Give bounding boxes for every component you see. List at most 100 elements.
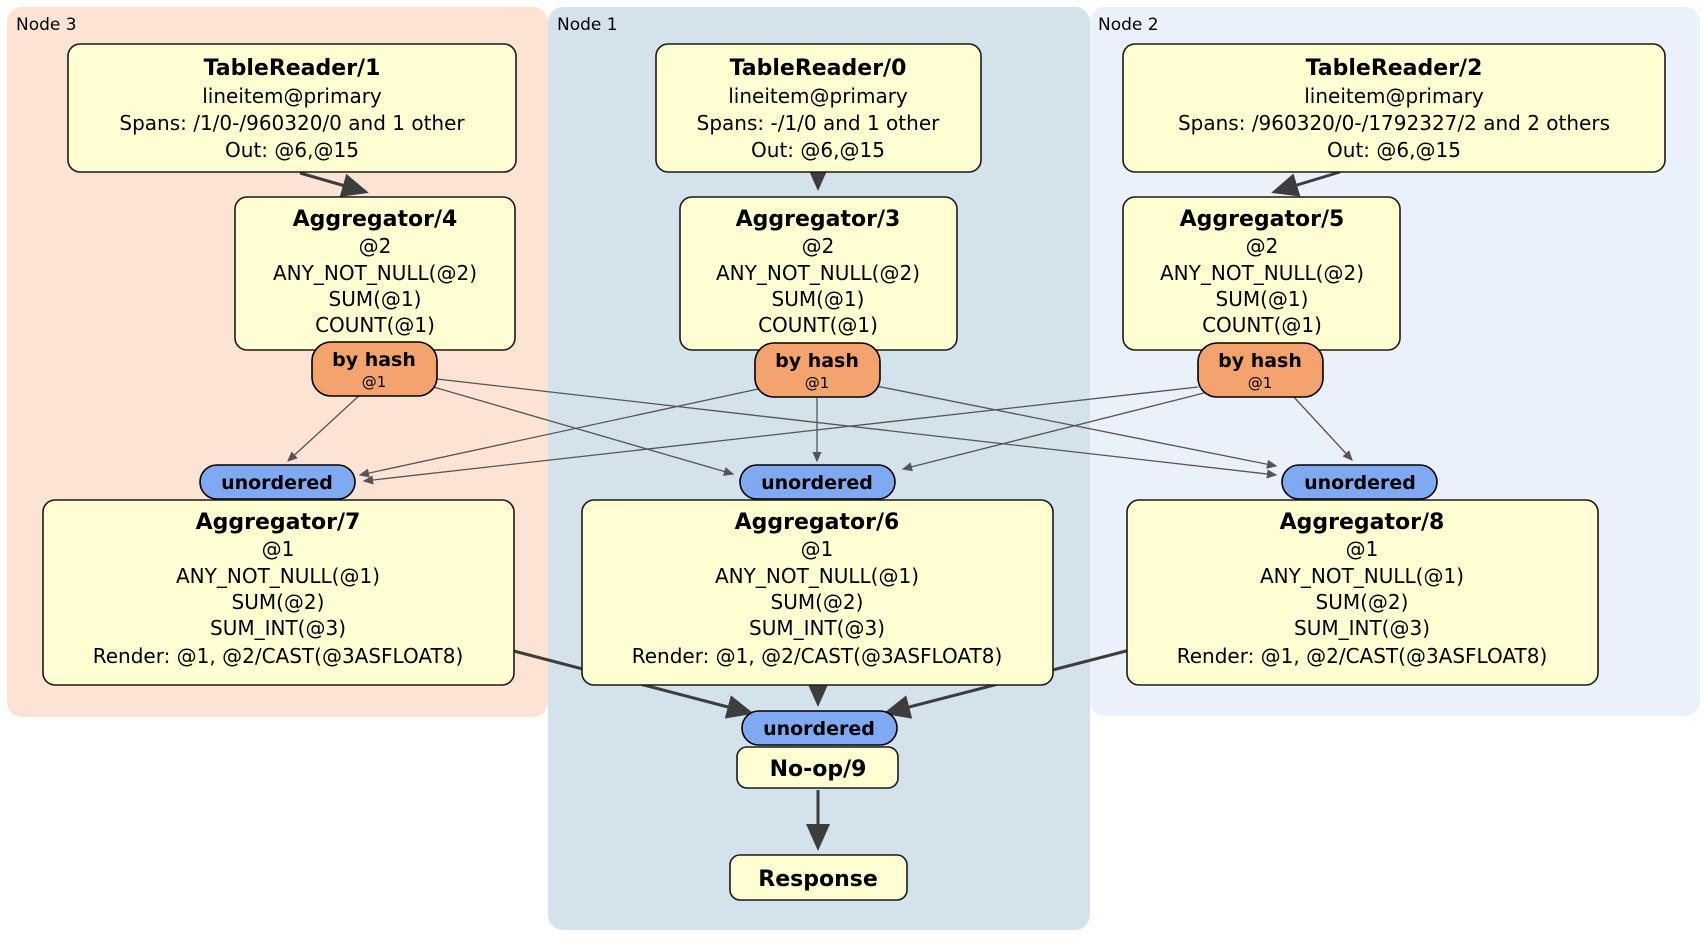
edge-router5-sync6 bbox=[901, 392, 1205, 472]
edge-router4-sync6 bbox=[429, 385, 735, 476]
aggregator8-title: Aggregator/8 bbox=[1280, 510, 1445, 535]
router3-detail: @1 bbox=[805, 374, 830, 392]
edge-router3-sync7 bbox=[358, 388, 759, 478]
router5-label: by hash bbox=[1218, 350, 1302, 372]
sync-unordered-final: unordered bbox=[741, 710, 898, 746]
tablereader1-box bbox=[67, 43, 517, 173]
sync7-label: unordered bbox=[221, 472, 333, 494]
aggregator6-box bbox=[581, 499, 1054, 686]
edge-router5-sync7 bbox=[362, 386, 1199, 485]
processor-aggregator7: Aggregator/7 @1 ANY_NOT_NULL(@1) SUM(@2)… bbox=[42, 499, 515, 686]
tablereader1-line: Spans: /1/0-/960320/0 and 1 other bbox=[119, 111, 465, 135]
processor-tablereader2: TableReader/2 lineitem@primary Spans: /9… bbox=[1122, 43, 1666, 173]
router-by-hash-5: by hash @1 bbox=[1197, 342, 1324, 398]
aggregator6-line: SUM_INT(@3) bbox=[749, 616, 885, 640]
aggregator7-box bbox=[42, 499, 515, 686]
sync-unordered-8: unordered bbox=[1281, 464, 1438, 500]
aggregator7-line: SUM_INT(@3) bbox=[210, 616, 346, 640]
router-by-hash-3: by hash @1 bbox=[754, 342, 881, 398]
processor-aggregator4: Aggregator/4 @2 ANY_NOT_NULL(@2) SUM(@1)… bbox=[234, 196, 516, 351]
aggregator7-line: Render: @1, @2/CAST(@3ASFLOAT8) bbox=[93, 644, 464, 668]
sync7-pill bbox=[199, 464, 356, 500]
aggregator3-title: Aggregator/3 bbox=[736, 207, 901, 232]
noop9-box bbox=[736, 746, 899, 789]
sync8-pill bbox=[1281, 464, 1438, 500]
edge-router4-sync8 bbox=[436, 378, 1278, 479]
aggregator5-title: Aggregator/5 bbox=[1180, 207, 1345, 232]
aggregator7-title: Aggregator/7 bbox=[196, 510, 361, 535]
tablereader0-line: lineitem@primary bbox=[728, 84, 908, 108]
sync-unordered-6: unordered bbox=[739, 464, 896, 500]
aggregator4-line: COUNT(@1) bbox=[315, 313, 435, 337]
tablereader2-line: lineitem@primary bbox=[1304, 84, 1484, 108]
aggregator4-line: ANY_NOT_NULL(@2) bbox=[273, 261, 477, 285]
router4-pill bbox=[311, 341, 438, 397]
router5-detail: @1 bbox=[1248, 374, 1273, 392]
tablereader0-line: Out: @6,@15 bbox=[751, 138, 885, 162]
noop9-title: No-op/9 bbox=[770, 757, 867, 782]
processor-aggregator6: Aggregator/6 @1 ANY_NOT_NULL(@1) SUM(@2)… bbox=[581, 499, 1054, 686]
aggregator8-line: SUM(@2) bbox=[1316, 590, 1409, 614]
router-by-hash-4: by hash @1 bbox=[311, 341, 438, 397]
processor-tablereader0: TableReader/0 lineitem@primary Spans: -/… bbox=[655, 43, 982, 173]
router-to-sync-edges bbox=[287, 378, 1353, 485]
router4-label: by hash bbox=[332, 349, 416, 371]
aggregator4-line: @2 bbox=[359, 234, 392, 258]
aggregator6-line: @1 bbox=[801, 537, 834, 561]
edge-router5-sync8 bbox=[1291, 394, 1353, 461]
aggregator3-line: SUM(@1) bbox=[772, 287, 865, 311]
tablereader1-line: lineitem@primary bbox=[202, 84, 382, 108]
final-sync-pill bbox=[741, 710, 898, 746]
aggregator5-line: COUNT(@1) bbox=[1202, 313, 1322, 337]
processor-response: Response bbox=[729, 854, 908, 901]
edge-router4-sync7 bbox=[287, 392, 363, 462]
edge-router3-sync8 bbox=[875, 385, 1278, 469]
aggregator3-line: ANY_NOT_NULL(@2) bbox=[716, 261, 920, 285]
node2-group-label: Node 2 bbox=[1098, 15, 1159, 35]
aggregator8-line: Render: @1, @2/CAST(@3ASFLOAT8) bbox=[1177, 644, 1548, 668]
aggregator8-line: SUM_INT(@3) bbox=[1294, 616, 1430, 640]
aggregator6-line: SUM(@2) bbox=[771, 590, 864, 614]
router3-pill bbox=[754, 342, 881, 398]
aggregator3-line: COUNT(@1) bbox=[758, 313, 878, 337]
processor-tablereader1: TableReader/1 lineitem@primary Spans: /1… bbox=[67, 43, 517, 173]
aggregator7-line: ANY_NOT_NULL(@1) bbox=[176, 564, 380, 588]
aggregator6-line: ANY_NOT_NULL(@1) bbox=[715, 564, 919, 588]
processor-aggregator3: Aggregator/3 @2 ANY_NOT_NULL(@2) SUM(@1)… bbox=[679, 196, 958, 351]
tablereader2-line: Spans: /960320/0-/1792327/2 and 2 others bbox=[1178, 111, 1610, 135]
aggregator6-line: Render: @1, @2/CAST(@3ASFLOAT8) bbox=[632, 644, 1003, 668]
processor-aggregator8: Aggregator/8 @1 ANY_NOT_NULL(@1) SUM(@2)… bbox=[1126, 499, 1599, 686]
aggregator4-title: Aggregator/4 bbox=[293, 207, 458, 232]
sync6-label: unordered bbox=[761, 472, 873, 494]
edge-tablereader1-aggregator4 bbox=[299, 171, 369, 197]
aggregator6-title: Aggregator/6 bbox=[735, 510, 900, 535]
sync-unordered-7: unordered bbox=[199, 464, 356, 500]
response-title: Response bbox=[758, 867, 878, 892]
router5-pill bbox=[1197, 342, 1324, 398]
aggregator8-line: ANY_NOT_NULL(@1) bbox=[1260, 564, 1464, 588]
tablereader0-title: TableReader/0 bbox=[730, 56, 907, 81]
sync8-label: unordered bbox=[1304, 472, 1416, 494]
response-box bbox=[729, 854, 908, 901]
edge-tablereader2-aggregator5 bbox=[1271, 170, 1341, 197]
aggregator7-line: @1 bbox=[262, 537, 295, 561]
tablereader2-title: TableReader/2 bbox=[1306, 56, 1483, 81]
processor-aggregator5: Aggregator/5 @2 ANY_NOT_NULL(@2) SUM(@1)… bbox=[1122, 196, 1401, 351]
aggregator5-line: ANY_NOT_NULL(@2) bbox=[1160, 261, 1364, 285]
aggregator8-box bbox=[1126, 499, 1599, 686]
node1-group-label: Node 1 bbox=[557, 15, 618, 35]
processor-noop9: No-op/9 bbox=[736, 746, 899, 789]
tablereader0-line: Spans: -/1/0 and 1 other bbox=[697, 111, 940, 135]
aggregator7-line: SUM(@2) bbox=[232, 590, 325, 614]
tablereader1-line: Out: @6,@15 bbox=[225, 138, 359, 162]
tablereader2-box bbox=[1122, 43, 1666, 173]
aggregator4-line: SUM(@1) bbox=[329, 287, 422, 311]
node3-group-label: Node 3 bbox=[16, 15, 77, 35]
tablereader1-title: TableReader/1 bbox=[204, 56, 381, 81]
router3-label: by hash bbox=[775, 350, 859, 372]
final-sync-label: unordered bbox=[763, 718, 875, 740]
tablereader0-box bbox=[655, 43, 982, 173]
tablereader2-line: Out: @6,@15 bbox=[1327, 138, 1461, 162]
aggregator8-line: @1 bbox=[1346, 537, 1379, 561]
